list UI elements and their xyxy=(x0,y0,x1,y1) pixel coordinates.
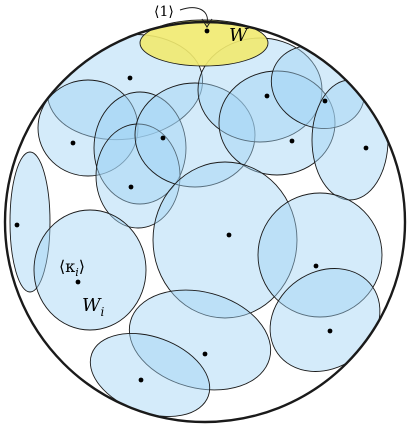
blob-upper-center xyxy=(134,82,256,188)
point xyxy=(363,145,369,151)
point-group xyxy=(14,28,369,383)
point xyxy=(202,351,208,357)
point xyxy=(322,98,328,104)
boundary-circle xyxy=(3,20,407,424)
arrow-head xyxy=(201,18,213,28)
blob-far-left xyxy=(9,151,51,293)
blob-bottom-center xyxy=(128,289,272,391)
highlight-W-region xyxy=(139,19,269,67)
point xyxy=(226,232,232,238)
label-W: W xyxy=(229,25,249,46)
point xyxy=(127,75,133,81)
point xyxy=(70,140,76,146)
label-Wi-sub: i xyxy=(101,305,105,319)
point-kappa xyxy=(75,279,81,285)
blob-mid-left xyxy=(95,123,181,229)
point xyxy=(14,222,20,228)
blob-group xyxy=(9,33,389,417)
point xyxy=(327,328,333,334)
point xyxy=(128,184,134,190)
arrow-curve xyxy=(179,7,208,25)
blob-upper-left xyxy=(37,79,139,177)
point-W xyxy=(204,28,210,34)
point xyxy=(160,135,166,141)
label-Wi: Wi xyxy=(82,295,105,319)
blob-left-center xyxy=(93,91,187,205)
label-kappa-main: ⟨κ xyxy=(59,257,75,276)
blob-upper-right xyxy=(218,70,336,176)
label-one: ⟨1⟩ xyxy=(154,4,174,20)
point xyxy=(138,377,144,383)
label-kappa-close: ⟩ xyxy=(79,257,85,276)
blob-center xyxy=(152,161,298,319)
label-kappa-sub: i xyxy=(75,266,79,279)
blob-right-middle xyxy=(257,192,383,318)
point xyxy=(289,138,295,144)
point xyxy=(264,93,270,99)
blob-right xyxy=(311,79,389,201)
label-kappa: ⟨κi⟩ xyxy=(59,257,85,279)
point xyxy=(313,263,319,269)
blob-left-kappa xyxy=(33,209,147,331)
label-Wi-main: W xyxy=(82,295,102,316)
